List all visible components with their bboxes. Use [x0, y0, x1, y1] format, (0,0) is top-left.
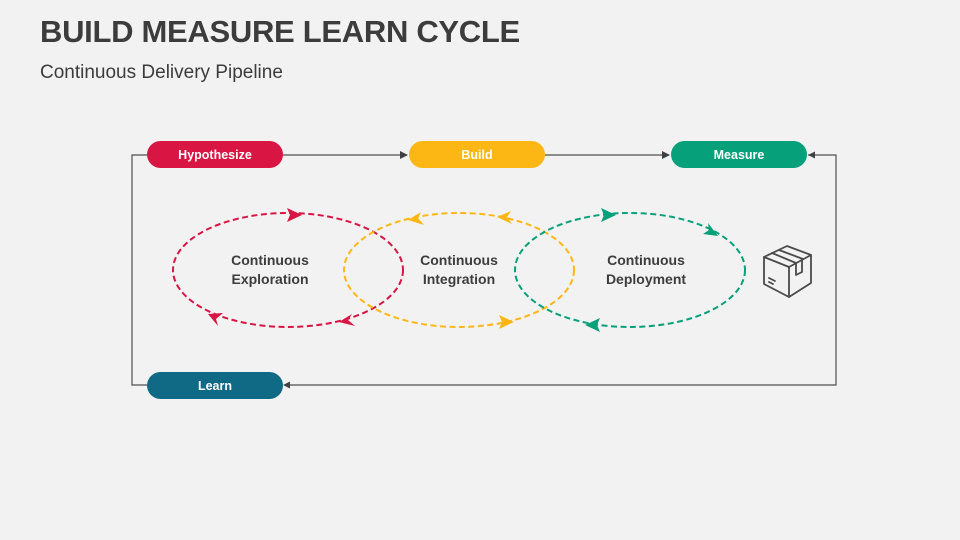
integration-arrow-top-left — [408, 212, 424, 225]
step-measure-label: Measure — [713, 147, 765, 162]
integration-loop — [343, 212, 575, 328]
step-measure[interactable]: Measure — [671, 141, 807, 168]
exploration-arrow-bottom-right — [339, 314, 355, 326]
exploration-arrow-bottom-left — [208, 313, 223, 326]
stage-exploration-line2: Exploration — [231, 271, 309, 287]
page-subtitle: Continuous Delivery Pipeline — [40, 62, 283, 83]
stage-deployment: Continuous Deployment — [581, 251, 711, 289]
arrowhead-into-learn — [283, 381, 290, 389]
deployment-loop — [514, 212, 746, 328]
deployment-arrow-right — [703, 223, 718, 236]
stage-integration-line2: Integration — [422, 271, 496, 287]
connector-measure-learn-right — [285, 154, 837, 386]
step-build[interactable]: Build — [409, 141, 545, 168]
stage-integration-line1: Continuous — [420, 252, 498, 268]
integration-arrow-bottom — [499, 315, 514, 329]
stage-deployment-line1: Continuous — [607, 252, 685, 268]
step-learn-label: Learn — [197, 378, 233, 393]
step-hypothesize-label: Hypothesize — [178, 147, 252, 162]
integration-arrow-top-right — [497, 211, 512, 224]
exploration-arrow-top — [287, 208, 302, 222]
step-build-label: Build — [461, 147, 493, 162]
page-title: BUILD MEASURE LEARN CYCLE — [40, 14, 520, 49]
stage-exploration: Continuous Exploration — [205, 251, 335, 289]
deployment-arrow-top — [601, 208, 616, 222]
arrowhead-into-measure — [808, 151, 815, 159]
step-hypothesize[interactable]: Hypothesize — [147, 141, 283, 168]
stage-integration: Continuous Integration — [394, 251, 524, 289]
stage-deployment-line2: Deployment — [605, 271, 687, 287]
stage-exploration-line1: Continuous — [231, 252, 309, 268]
package-box-icon — [763, 245, 812, 298]
deployment-arrow-bottom — [585, 318, 600, 332]
connector-learn-hypothesize — [131, 154, 147, 386]
step-learn[interactable]: Learn — [147, 372, 283, 399]
exploration-loop — [172, 212, 404, 328]
